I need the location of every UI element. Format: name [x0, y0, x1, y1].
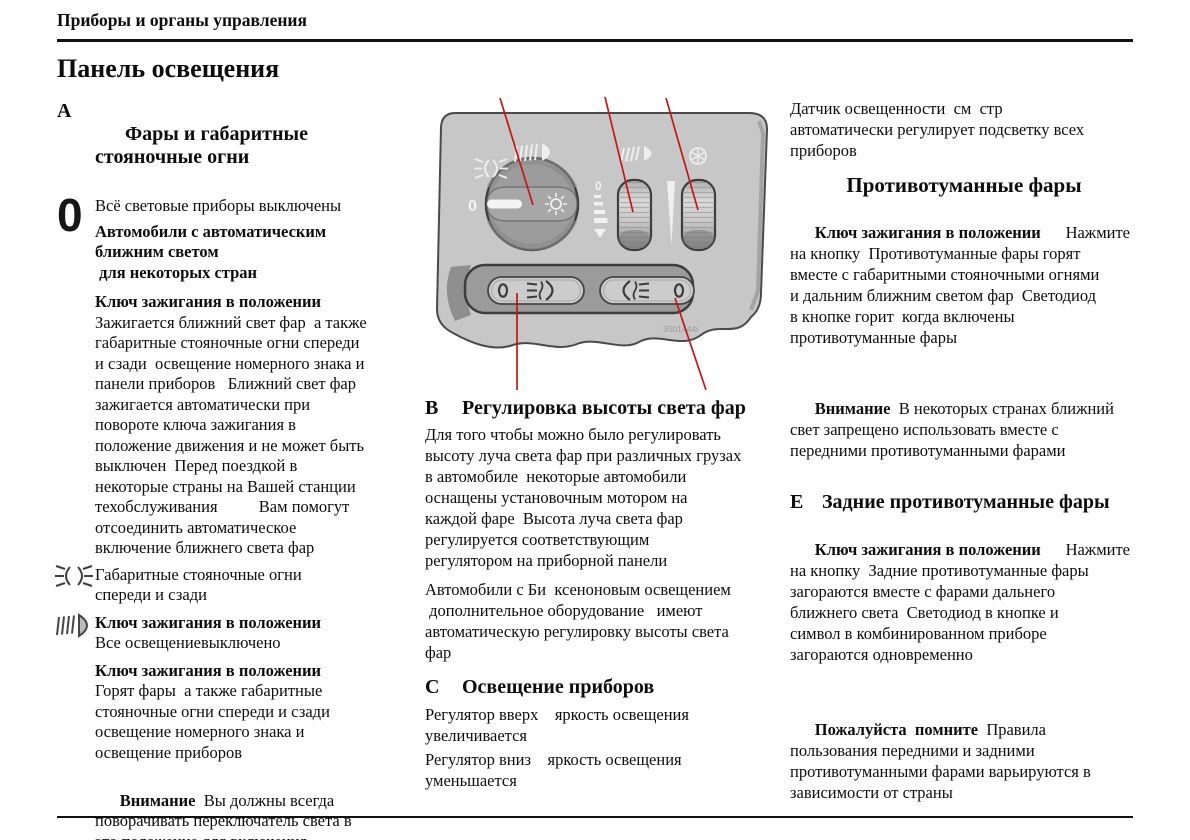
column-middle: В Регулировка высоты света фар Для того ч… [425, 396, 787, 791]
all-off-text: Всё световые приборы выключены [95, 196, 342, 215]
callout-lines [499, 96, 707, 391]
regulator-up-text: Регулятор вверх яркость освещения увелич… [425, 705, 689, 745]
remember-note: Пожалуйста помните Правила пользования п… [790, 698, 1138, 824]
header-rule [57, 39, 1133, 42]
rear-fog-paragraph: Ключ зажигания в положении Нажмите на кн… [790, 518, 1138, 686]
fog-lights-paragraph: Ключ зажигания в положении Нажмите на кн… [790, 201, 1138, 369]
front-fog-led [497, 283, 509, 298]
section-e-letter: Е [790, 491, 804, 513]
remember-label: Пожалуйста помните [814, 720, 979, 739]
regulator-down-text: Регулятор вниз яркость освещения уменьша… [425, 750, 682, 790]
switch-position-0-icon: 0 [57, 189, 83, 241]
section-e-heading: Е Задние противотуманные фары [790, 490, 1138, 514]
rear-fog-button [599, 276, 695, 305]
all-off-row: 0 Всё световые приборы выключены [57, 192, 413, 238]
light-sensor-paragraph: Датчик освещенности см стр автоматически… [790, 99, 1085, 160]
knob-pointer [487, 199, 522, 209]
remember-text: Правила пользования передними и задними … [790, 720, 1091, 802]
headlights-on-block: Ключ зажигания в положении Горят фары а … [95, 661, 413, 764]
section-c-heading: С Освещение приборов [425, 675, 787, 699]
parking-lights-text: Габаритные стояночные огни спереди и сза… [95, 564, 302, 605]
low-beam-paragraph: Зажигается ближний свет фар а также габа… [95, 312, 367, 558]
footer-rule [57, 816, 1133, 818]
lighting-panel-svg: 0 0 [435, 96, 769, 391]
section-c-heading-text: Освещение приборов [462, 676, 655, 698]
callout-brightness-wheel [665, 97, 699, 211]
section-b-paragraph-1: Для того чтобы можно было регулировать в… [425, 425, 742, 570]
section-a-letter: А [57, 100, 72, 122]
leveling-thumbwheel [616, 178, 653, 252]
attention-label-right: Внимание [814, 399, 891, 418]
position-lights-icon [55, 564, 93, 587]
callout-rear-fog [674, 297, 707, 391]
rear-fog-icon [622, 280, 650, 301]
panel-right-shade [749, 120, 766, 311]
headlight-leveling-icon [620, 146, 652, 163]
leveling-scale: 0 [594, 179, 608, 238]
rear-fog-key-label: Ключ зажигания в положении [814, 540, 1041, 559]
section-c-letter: С [425, 676, 440, 698]
instrument-brightness-icon [689, 147, 707, 165]
attention-text-right: В некоторых странах ближний свет запреще… [790, 399, 1114, 460]
section-b-letter: В [425, 397, 439, 419]
headlights-on-paragraph: Горят фары а также габаритные стояночные… [95, 681, 330, 762]
section-e-heading-text: Задние противотуманные фары [822, 491, 1110, 513]
column-right: Датчик освещенности см стр автоматически… [790, 98, 1138, 824]
column-left: А Фары и габаритные стояночные огни 0 Всё… [55, 100, 413, 840]
page-title: Панель освещения [57, 54, 280, 83]
rear-fog-led [673, 283, 685, 298]
lighting-panel-figure: 0 0 [425, 95, 780, 395]
low-beam-icon [514, 143, 550, 163]
wedge-divider [667, 181, 675, 245]
section-a-heading-text: Фары и габаритные стояночные огни [95, 123, 309, 168]
all-lights-off-text: Все освещениевыключено [95, 633, 281, 652]
front-fog-button [487, 276, 585, 305]
section-a-heading: А Фары и габаритные стояночные огни [57, 100, 413, 192]
section-b-heading-text: Регулировка высоты света фар [462, 397, 746, 419]
light-switch-sun-icon [545, 193, 567, 215]
attention-text-left: Вы должны всегда поворачивать переключат… [95, 790, 352, 840]
headlight-icon [56, 612, 88, 638]
attention-note-left: Внимание Вы должны всегда поворачивать п… [95, 770, 413, 840]
breadcrumb: Приборы и органы управления [57, 10, 307, 30]
parking-lights-row: Габаритные стояночные огни спереди и сза… [55, 564, 413, 606]
position-lights-panel-icon [474, 158, 508, 179]
rear-fog-text: Нажмите на кнопку Задние противотуманные… [790, 540, 1131, 664]
section-b-paragraph-2: Автомобили с Би ксеноновым освещением до… [425, 580, 731, 662]
key-position-subhead-3: Ключ зажигания в положении [95, 660, 322, 680]
key-position-subhead-1: Ключ зажигания в положении [95, 292, 322, 311]
attention-note-right: Внимание В некоторых странах ближний све… [790, 377, 1138, 482]
knob-zero-label: 0 [468, 198, 477, 215]
front-fog-icon [526, 280, 554, 301]
callout-knob [499, 97, 534, 206]
svg-text:0: 0 [595, 179, 602, 193]
all-lights-off-row: Ключ зажигания в положении Все освещение… [56, 612, 413, 654]
callout-leveling-wheel [604, 96, 634, 213]
section-b-heading: В Регулировка высоты света фар [425, 396, 787, 420]
fog-lights-heading: Противотуманные фары [846, 173, 1082, 197]
key-position-subhead-2: Ключ зажигания в положении [95, 612, 322, 632]
low-beam-block: Ключ зажигания в положении Зажигается бл… [95, 292, 413, 559]
fog-key-label: Ключ зажигания в положении [814, 223, 1041, 242]
fog-text: Нажмите на кнопку Противотуманные фары г… [790, 223, 1131, 347]
attention-label-left: Внимание [119, 790, 196, 810]
brightness-thumbwheel [680, 178, 717, 252]
figure-number: 3501444r [663, 324, 699, 334]
auto-low-beam-subhead: Автомобили с автоматическим ближним свет… [95, 221, 327, 282]
